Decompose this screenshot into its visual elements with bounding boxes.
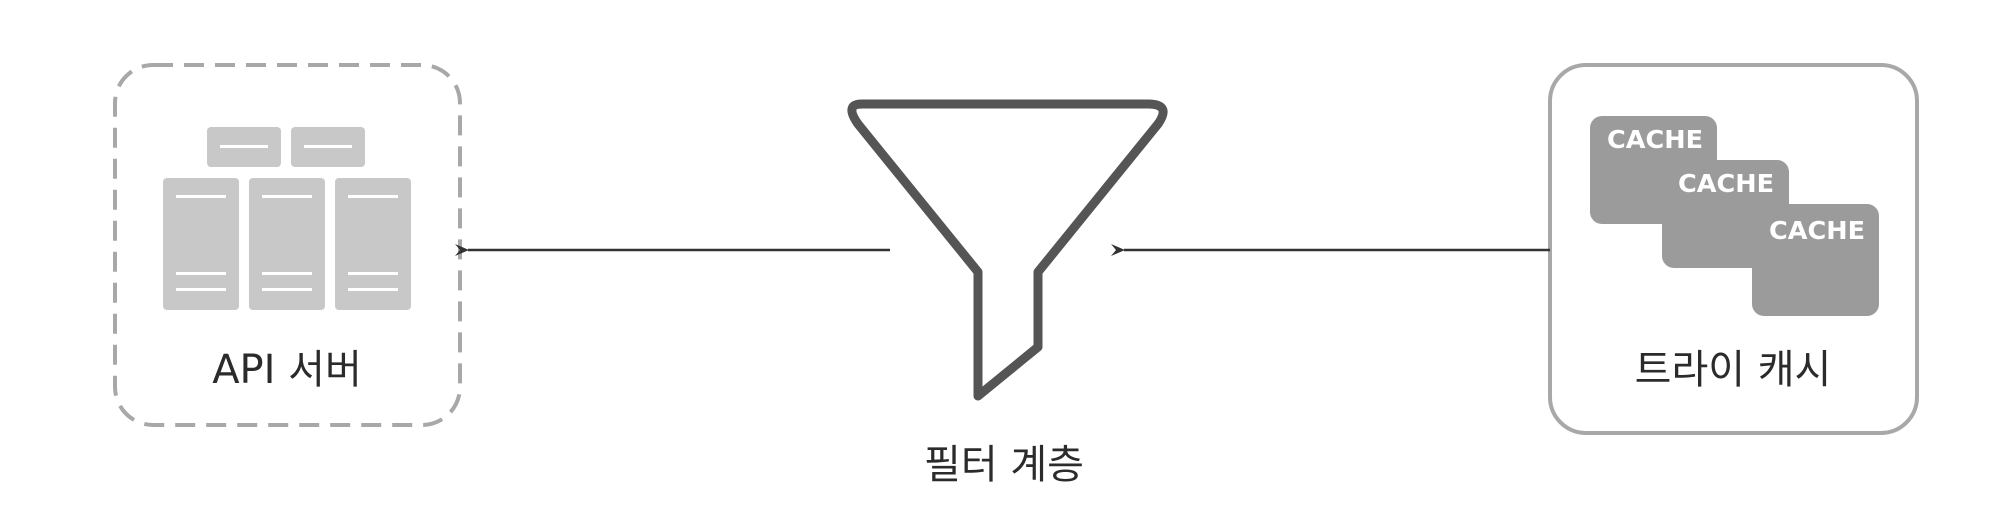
- cache-stack-icon: CACHE CACHE CACHE: [1590, 116, 1879, 316]
- cache-block: CACHE: [1752, 204, 1879, 316]
- filter-layer-label: 필터 계층: [924, 442, 1084, 488]
- cache-block-label: CACHE: [1607, 125, 1703, 154]
- api-server-label: API 서버: [212, 347, 362, 393]
- cache-block-label: CACHE: [1769, 216, 1865, 245]
- funnel-icon: [847, 99, 1168, 401]
- trie-cache-label: 트라이 캐시: [1635, 347, 1832, 393]
- api-server-node: API 서버: [113, 63, 462, 427]
- filter-layer-node: 필터 계층: [847, 99, 1168, 488]
- trie-cache-node: CACHE CACHE CACHE 트라이 캐시: [1548, 63, 1919, 435]
- server-rack-icon: [163, 127, 411, 310]
- cache-block-label: CACHE: [1678, 169, 1774, 198]
